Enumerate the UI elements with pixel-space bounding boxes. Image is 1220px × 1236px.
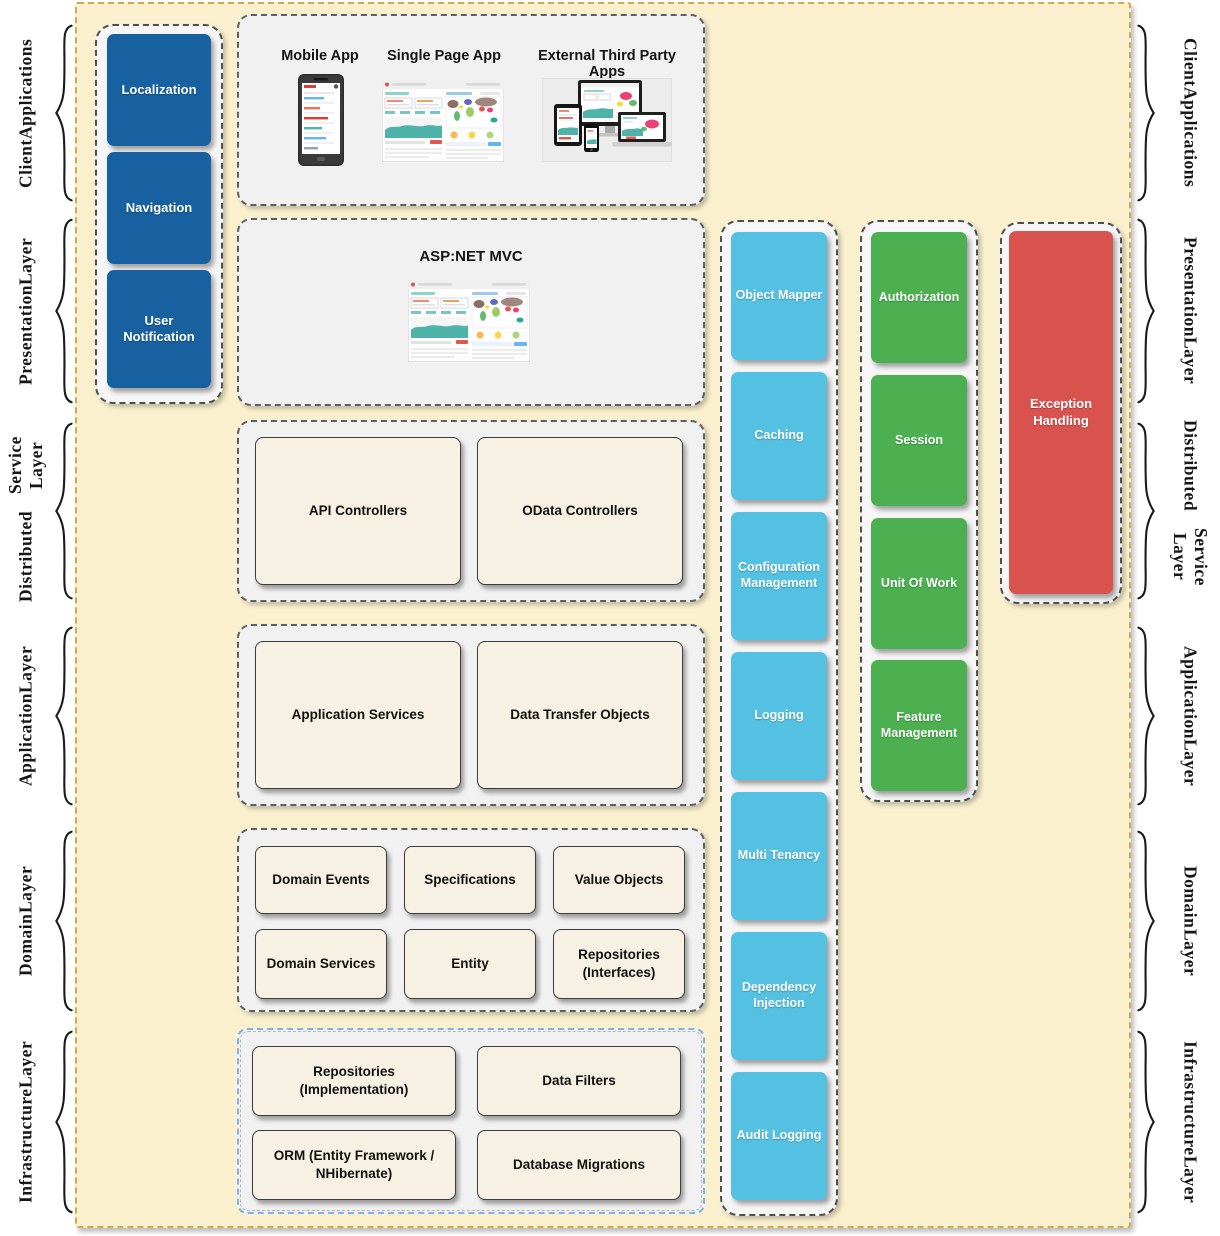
api-controllers-box: API Controllers — [255, 437, 461, 585]
single-page-app-label: Single Page App — [387, 48, 501, 64]
domain-events-box: Domain Events — [255, 846, 387, 914]
external-apps-screenshot — [542, 78, 672, 162]
specifications-box: Specifications — [404, 846, 536, 914]
authorization-box: Authorization — [871, 232, 967, 363]
brace-icon — [54, 217, 74, 405]
application-services-box: Application Services — [255, 641, 461, 789]
user-notification-box: User Notification — [107, 270, 211, 388]
audit-logging-box: Audit Logging — [731, 1072, 827, 1200]
orm-box: ORM (Entity Framework / NHibernate) — [252, 1130, 456, 1200]
brace-icon — [1136, 23, 1156, 203]
caching-box: Caching — [731, 372, 827, 500]
data-filters-box: Data Filters — [477, 1046, 681, 1116]
repositories-interfaces-box: Repositories (Interfaces) — [553, 929, 685, 999]
value-objects-box: Value Objects — [553, 846, 685, 914]
mobile-app-screenshot — [298, 74, 344, 166]
session-box: Session — [871, 375, 967, 506]
single-page-app-screenshot — [382, 80, 504, 162]
brace-icon — [54, 1029, 74, 1215]
unit-of-work-box: Unit Of Work — [871, 518, 967, 649]
dependency-injection-box: Dependency Injection — [731, 932, 827, 1060]
odata-controllers-box: OData Controllers — [477, 437, 683, 585]
database-migrations-box: Database Migrations — [477, 1130, 681, 1200]
brace-icon — [1136, 217, 1156, 405]
entity-box: Entity — [404, 929, 536, 999]
brace-icon — [1136, 1029, 1156, 1215]
mvc-screenshot — [408, 280, 530, 362]
object-mapper-box: Object Mapper — [731, 232, 827, 360]
exception-handling-box: Exception Handling — [1009, 231, 1113, 594]
brace-icon — [1136, 625, 1156, 807]
localization-box: Localization — [107, 34, 211, 146]
mvc-title: ASP:NET MVC — [419, 248, 523, 265]
brace-icon — [54, 421, 74, 601]
brace-icon — [54, 625, 74, 807]
external-apps-label: External Third Party Apps — [538, 48, 676, 80]
mobile-app-label: Mobile App — [281, 48, 359, 64]
repositories-implementation-box: Repositories (Implementation) — [252, 1046, 456, 1116]
configuration-management-box: Configuration Management — [731, 512, 827, 640]
multi-tenancy-box: Multi Tenancy — [731, 792, 827, 920]
brace-icon — [54, 829, 74, 1013]
brace-icon — [54, 23, 74, 203]
domain-services-box: Domain Services — [255, 929, 387, 999]
logging-box: Logging — [731, 652, 827, 780]
data-transfer-objects-box: Data Transfer Objects — [477, 641, 683, 789]
brace-icon — [1136, 421, 1156, 601]
feature-management-box: Feature Management — [871, 660, 967, 791]
brace-icon — [1136, 829, 1156, 1013]
navigation-box: Navigation — [107, 152, 211, 264]
